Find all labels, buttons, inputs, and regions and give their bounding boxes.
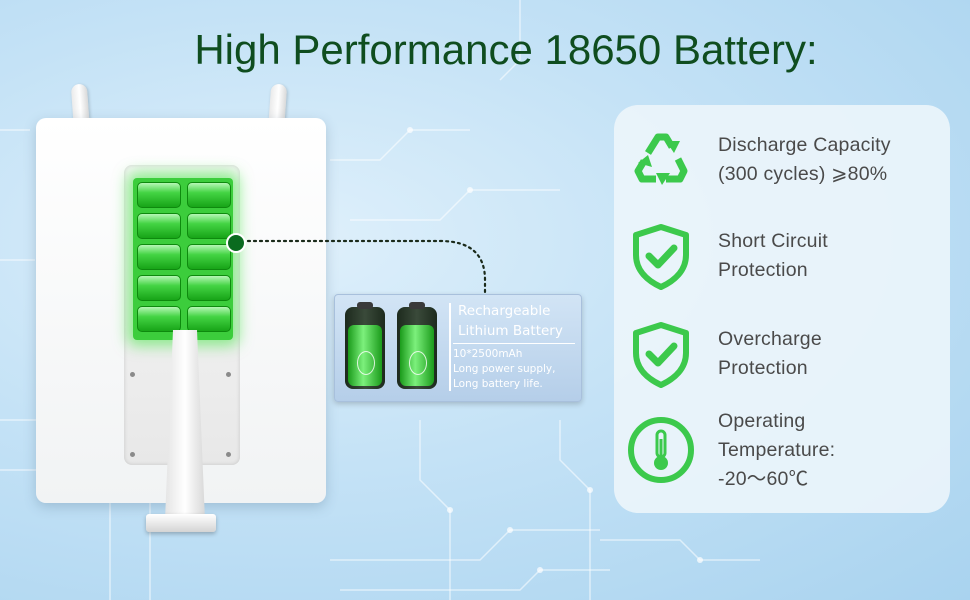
features-card: Discharge Capacity (300 cycles) ⩾80% Sho… bbox=[614, 105, 950, 513]
feature-text-line: Overcharge bbox=[718, 328, 822, 350]
battery-spec: 10*2500mAh bbox=[453, 348, 523, 360]
feature-text-line: Protection bbox=[718, 357, 808, 379]
screw bbox=[130, 452, 135, 457]
screw bbox=[226, 372, 231, 377]
battery-cell bbox=[137, 182, 181, 208]
page-title: High Performance 18650 Battery: bbox=[194, 26, 818, 73]
battery-desc-line: Long battery life. bbox=[453, 378, 543, 390]
feature-text-line: (300 cycles) ⩾80% bbox=[718, 163, 888, 185]
battery-heading-line: Lithium Battery bbox=[458, 323, 563, 339]
battery-icon bbox=[345, 302, 385, 389]
battery-desc-line: Long power supply, bbox=[453, 363, 556, 375]
battery-cell-pack bbox=[133, 178, 233, 340]
battery-heading-line: Rechargeable bbox=[458, 303, 551, 319]
battery-cell bbox=[137, 244, 181, 270]
recycle-icon bbox=[634, 133, 688, 185]
battery-cell bbox=[137, 275, 181, 301]
feature-text-line: Short Circuit bbox=[718, 230, 828, 252]
divider bbox=[449, 303, 451, 391]
divider bbox=[453, 343, 575, 344]
feature-text-line: Operating bbox=[718, 410, 806, 432]
callout-dot bbox=[226, 233, 246, 253]
screw bbox=[130, 372, 135, 377]
battery-cell bbox=[137, 213, 181, 239]
battery-info-card: Rechargeable Lithium Battery 10*2500mAh … bbox=[334, 294, 582, 402]
battery-cell bbox=[187, 244, 231, 270]
screw bbox=[226, 452, 231, 457]
mount-stand-base bbox=[146, 514, 216, 532]
battery-cell bbox=[187, 275, 231, 301]
battery-cell bbox=[187, 182, 231, 208]
feature-text-line: Protection bbox=[718, 259, 808, 281]
thermometer-icon bbox=[628, 417, 694, 483]
feature-text-line: Temperature: bbox=[718, 439, 836, 461]
mount-stand bbox=[165, 330, 205, 520]
battery-cell bbox=[187, 213, 231, 239]
shield-check-icon bbox=[633, 322, 689, 388]
feature-text-line: -20～60℃ bbox=[718, 468, 809, 490]
battery-icon bbox=[397, 302, 437, 389]
battery-heading: Rechargeable Lithium Battery bbox=[458, 301, 578, 341]
feature-text-line: Discharge Capacity bbox=[718, 134, 891, 156]
battery-details: 10*2500mAh Long power supply, Long batte… bbox=[453, 347, 579, 392]
battery-cell bbox=[187, 306, 231, 332]
shield-check-icon bbox=[633, 224, 689, 290]
battery-cell bbox=[137, 306, 181, 332]
